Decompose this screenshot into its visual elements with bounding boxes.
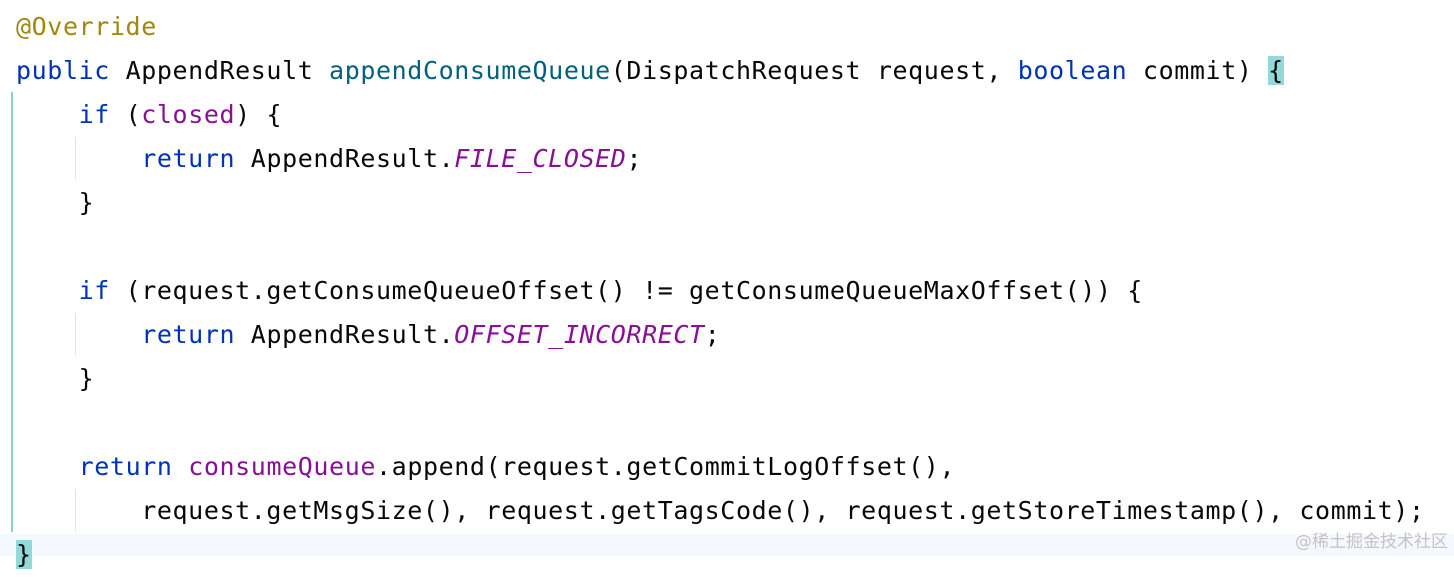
code-token: return: [141, 144, 236, 173]
code-token: ) {: [235, 100, 283, 129]
code-token: request.getMsgSize(), request.getTagsCod…: [16, 496, 1425, 525]
code-token: @Override: [16, 12, 157, 41]
code-token: closed: [141, 100, 236, 129]
code-token: [16, 276, 79, 305]
code-token: .append(request.getCommitLogOffset(),: [376, 452, 956, 481]
code-token: (request.getConsumeQueueOffset() != getC…: [109, 276, 1143, 305]
code-token: if: [78, 276, 110, 305]
current-line-highlight: [0, 534, 1454, 556]
code-token: public: [16, 56, 110, 85]
code-token: }: [16, 188, 95, 217]
indent-guide: [75, 489, 76, 531]
code-token: FILE_CLOSED: [454, 144, 627, 173]
indent-guide: [75, 313, 76, 355]
code-line[interactable]: }: [16, 357, 94, 401]
code-token: consumeQueue: [188, 452, 377, 481]
code-token: ;: [704, 320, 721, 349]
code-token: boolean: [1017, 56, 1128, 85]
code-line[interactable]: }: [16, 181, 94, 225]
code-token: if: [78, 100, 110, 129]
code-token: }: [16, 364, 95, 393]
watermark: @稀土掘金技术社区: [1295, 532, 1448, 552]
code-token: (DispatchRequest request,: [610, 56, 1018, 85]
code-token: return: [78, 452, 173, 481]
code-token: [16, 100, 79, 129]
code-line[interactable]: @Override: [16, 5, 157, 49]
code-token: AppendResult: [109, 56, 330, 85]
code-line[interactable]: request.getMsgSize(), request.getTagsCod…: [16, 489, 1425, 533]
code-token: (: [109, 100, 142, 129]
code-token: AppendResult.: [235, 320, 455, 349]
code-token: [16, 452, 79, 481]
code-line[interactable]: return AppendResult.OFFSET_INCORRECT;: [16, 313, 720, 357]
code-line[interactable]: public AppendResult appendConsumeQueue(D…: [16, 49, 1284, 93]
code-token: OFFSET_INCORRECT: [454, 320, 705, 349]
code-token: return: [141, 320, 236, 349]
code-token: appendConsumeQueue: [329, 56, 611, 85]
code-token: AppendResult.: [235, 144, 455, 173]
code-token: [173, 452, 189, 481]
code-token: ;: [626, 144, 643, 173]
indent-guide: [75, 137, 76, 179]
code-line[interactable]: return consumeQueue.append(request.getCo…: [16, 445, 955, 489]
code-line[interactable]: if (request.getConsumeQueueOffset() != g…: [16, 269, 1143, 313]
matched-brace: {: [1268, 56, 1284, 85]
code-token: [16, 144, 141, 173]
code-line[interactable]: }: [16, 533, 32, 577]
code-line[interactable]: return AppendResult.FILE_CLOSED;: [16, 137, 642, 181]
code-line[interactable]: if (closed) {: [16, 93, 282, 137]
code-token: [16, 320, 141, 349]
matched-brace: }: [16, 540, 32, 569]
code-token: commit): [1127, 56, 1269, 85]
vcs-change-marker[interactable]: [11, 92, 13, 532]
